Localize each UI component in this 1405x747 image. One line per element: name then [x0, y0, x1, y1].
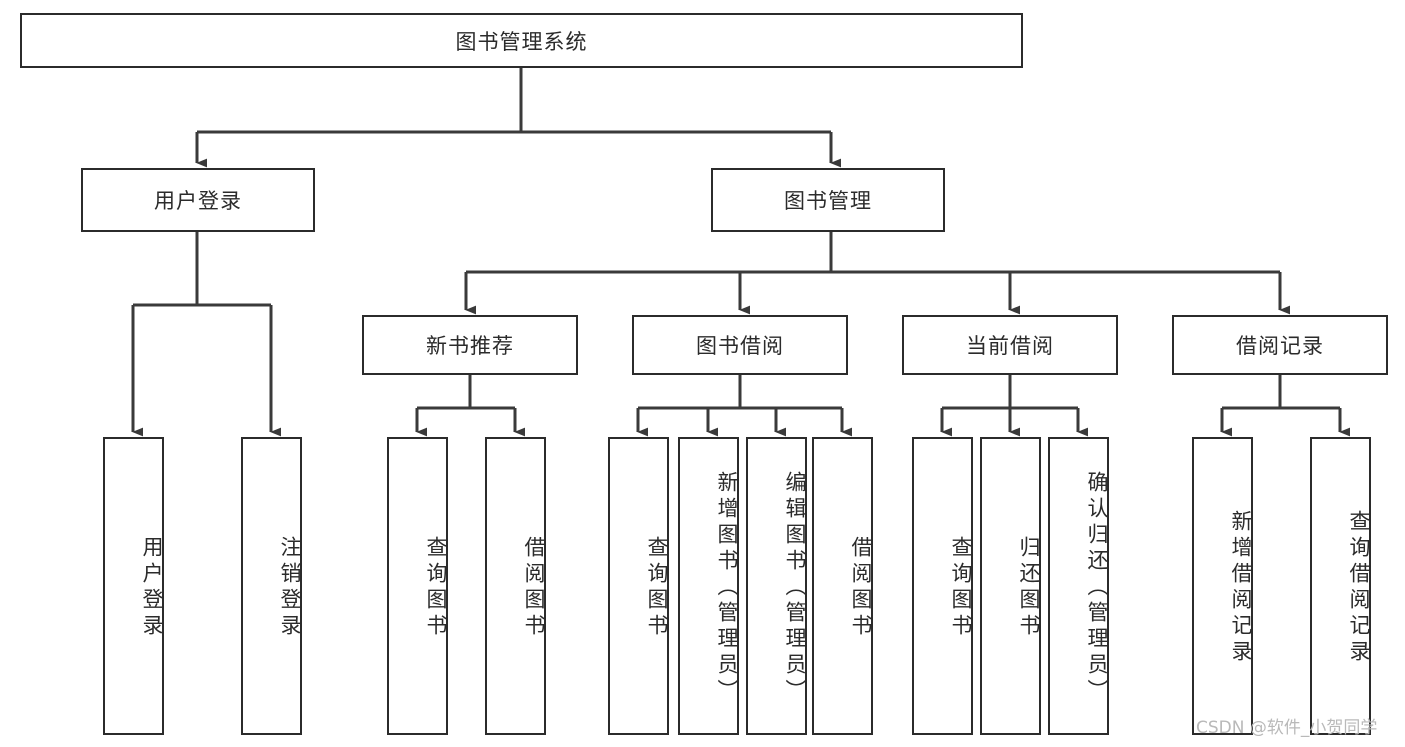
leaf-borrow-record-query[interactable]: 查询借阅记录 — [1310, 437, 1371, 735]
leaf-current-borrow-confirm[interactable]: 确认归还（管理员） — [1048, 437, 1109, 735]
leaf-book-borrow-edit[interactable]: 编辑图书（管理员） — [746, 437, 807, 735]
leaf-new-book-borrow[interactable]: 借阅图书 — [485, 437, 546, 735]
leaf-user-login-login[interactable]: 用户登录 — [103, 437, 164, 735]
watermark: CSDN @软件_小贺同学 — [1196, 718, 1378, 738]
node-borrow-record[interactable]: 借阅记录 — [1172, 315, 1388, 375]
leaf-label: 归还图书 — [1017, 536, 1041, 640]
node-book-management[interactable]: 图书管理 — [711, 168, 945, 232]
node-root[interactable]: 图书管理系统 — [20, 13, 1023, 68]
leaf-label: 注销登录 — [278, 536, 302, 640]
leaf-label: 查询图书 — [645, 536, 669, 640]
leaf-label: 查询借阅记录 — [1347, 510, 1371, 666]
leaf-current-borrow-return[interactable]: 归还图书 — [980, 437, 1041, 735]
leaf-label: 借阅图书 — [849, 536, 873, 640]
node-new-book-recommend[interactable]: 新书推荐 — [362, 315, 578, 375]
leaf-user-login-logout[interactable]: 注销登录 — [241, 437, 302, 735]
leaf-label: 查询图书 — [424, 536, 448, 640]
leaf-book-borrow-query[interactable]: 查询图书 — [608, 437, 669, 735]
leaf-current-borrow-query[interactable]: 查询图书 — [912, 437, 973, 735]
leaf-new-book-query[interactable]: 查询图书 — [387, 437, 448, 735]
leaf-label: 用户登录 — [140, 536, 164, 640]
leaf-book-borrow-borrow[interactable]: 借阅图书 — [812, 437, 873, 735]
node-book-borrow[interactable]: 图书借阅 — [632, 315, 848, 375]
leaf-label: 借阅图书 — [522, 536, 546, 640]
leaf-label: 编辑图书（管理员） — [783, 471, 807, 705]
leaf-borrow-record-add[interactable]: 新增借阅记录 — [1192, 437, 1253, 735]
leaf-label: 查询图书 — [949, 536, 973, 640]
node-user-login[interactable]: 用户登录 — [81, 168, 315, 232]
leaf-book-borrow-add[interactable]: 新增图书（管理员） — [678, 437, 739, 735]
leaf-label: 新增借阅记录 — [1229, 510, 1253, 666]
leaf-label: 新增图书（管理员） — [715, 471, 739, 705]
node-current-borrow[interactable]: 当前借阅 — [902, 315, 1118, 375]
leaf-label: 确认归还（管理员） — [1085, 471, 1109, 705]
